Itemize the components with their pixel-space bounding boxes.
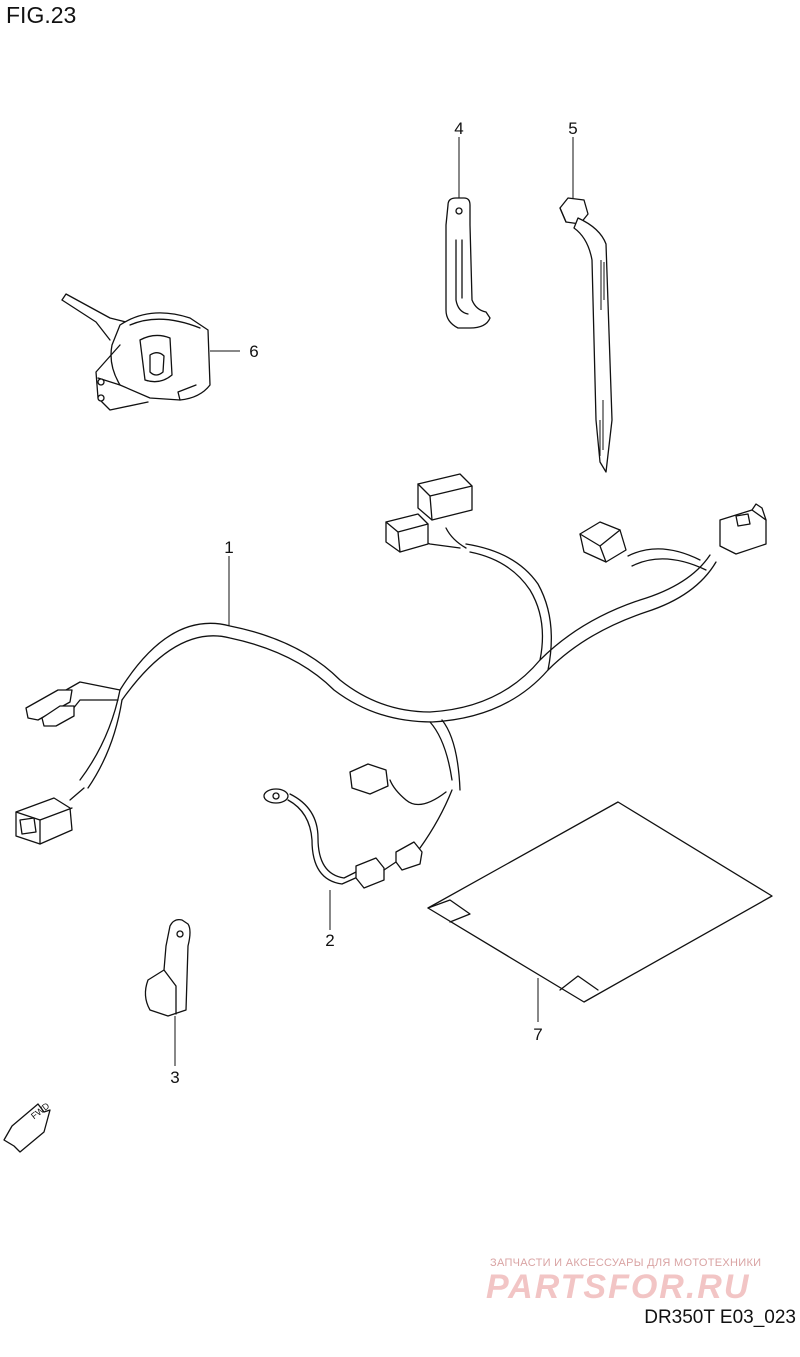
part-6-clamp bbox=[61, 293, 240, 411]
part-4-bracket bbox=[445, 137, 491, 329]
part-3-bracket bbox=[144, 918, 191, 1066]
callout-1: 1 bbox=[224, 538, 234, 557]
fwd-arrow-icon bbox=[3, 1103, 51, 1153]
watermark-logo: PARTSFOR.RU bbox=[486, 1268, 751, 1306]
watermark-tagline: ЗАПЧАСТИ И АКСЕССУАРЫ ДЛЯ МОТОТЕХНИКИ bbox=[490, 1257, 762, 1269]
callout-7: 7 bbox=[533, 1025, 543, 1044]
part-7-sheet bbox=[427, 801, 773, 1022]
callout-6: 6 bbox=[249, 342, 259, 361]
callout-5: 5 bbox=[568, 119, 578, 138]
figure-code: DR350T E03_023 bbox=[644, 1307, 796, 1328]
callout-3: 3 bbox=[170, 1068, 180, 1087]
part-2-ground-wire bbox=[263, 788, 397, 930]
part-1-wiring-harness bbox=[15, 473, 767, 871]
part-5-cable-tie bbox=[559, 137, 613, 473]
figure-title: FIG.23 bbox=[6, 2, 77, 28]
callout-2: 2 bbox=[325, 931, 335, 950]
callout-4: 4 bbox=[454, 119, 464, 138]
